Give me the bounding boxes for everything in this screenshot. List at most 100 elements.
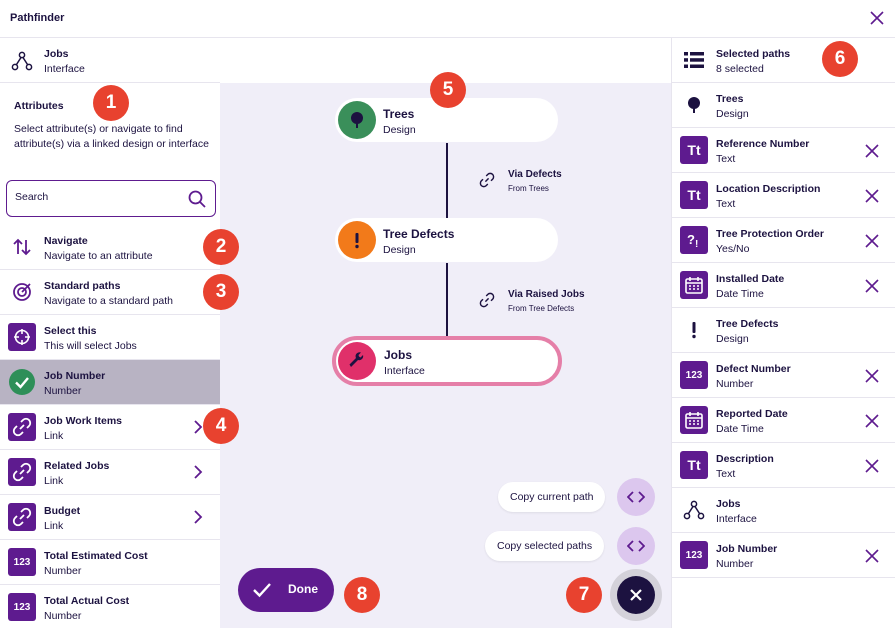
budget-title: Budget (44, 505, 81, 517)
path-node-tree-defects[interactable]: Tree Defects Design (335, 218, 558, 262)
code-icon[interactable] (617, 478, 655, 516)
total-estimated-cost-subtitle: Number (44, 565, 82, 577)
search-icon[interactable] (187, 189, 207, 209)
selected-item-description[interactable]: Tt Description Text (672, 443, 895, 488)
job-work-items-item[interactable]: Job Work Items Link (0, 405, 220, 450)
total-estimated-cost-item[interactable]: 123 Total Estimated Cost Number (0, 540, 220, 585)
selected-item-installed-date[interactable]: Installed Date Date Time (672, 263, 895, 308)
standard-paths-item[interactable]: Standard paths Navigate to a standard pa… (0, 270, 220, 315)
budget-subtitle: Link (44, 520, 64, 532)
search-input[interactable] (15, 191, 175, 203)
yes-no-icon: ?! (680, 226, 708, 254)
close-icon (617, 576, 655, 614)
standard-paths-subtitle: Navigate to a standard path (44, 295, 174, 307)
total-actual-cost-item[interactable]: 123 Total Actual Cost Number (0, 585, 220, 628)
selected-item-tree-defects[interactable]: Tree Defects Design (672, 308, 895, 353)
selected-item-tree-protection-order[interactable]: ?! Tree Protection Order Yes/No (672, 218, 895, 263)
current-context: Jobs Interface (0, 38, 220, 83)
wrench-icon (338, 342, 376, 380)
copy-selected-paths-button[interactable]: Copy selected paths (485, 531, 605, 561)
link-title: Via Defects (508, 169, 562, 180)
exclamation-icon (680, 316, 708, 344)
remove-icon[interactable] (865, 234, 879, 248)
link-subtitle: From Tree Defects (508, 304, 575, 313)
remove-icon[interactable] (865, 144, 879, 158)
select-this-title: Select this (44, 325, 97, 337)
number-icon: 123 (680, 361, 708, 389)
context-title: Jobs (44, 48, 69, 60)
node-subtitle: Interface (384, 365, 425, 377)
chevron-right-icon[interactable] (192, 464, 204, 480)
text-icon: Tt (680, 136, 708, 164)
callout-badge-4: 4 (203, 408, 239, 444)
navigate-subtitle: Navigate to an attribute (44, 250, 153, 262)
selected-item-title: Reference Number (716, 138, 810, 150)
job-work-items-title: Job Work Items (44, 415, 122, 427)
remove-icon[interactable] (865, 549, 879, 563)
chevron-right-icon[interactable] (192, 509, 204, 525)
selected-item-trees[interactable]: Trees Design (672, 83, 895, 128)
link-icon (479, 292, 495, 308)
code-icon[interactable] (617, 527, 655, 565)
selected-item-title: Job Number (716, 543, 778, 555)
job-work-items-subtitle: Link (44, 430, 64, 442)
remove-icon[interactable] (865, 369, 879, 383)
related-jobs-title: Related Jobs (44, 460, 110, 472)
navigate-item[interactable]: Navigate Navigate to an attribute (0, 225, 220, 270)
selected-item-jobs[interactable]: Jobs Interface (672, 488, 895, 533)
selected-item-reference-number[interactable]: Tt Reference Number Text (672, 128, 895, 173)
selected-item-subtitle: Date Time (716, 288, 764, 300)
attributes-panel: Jobs Interface Attributes Select attribu… (0, 38, 220, 628)
selected-item-reported-date[interactable]: Reported Date Date Time (672, 398, 895, 443)
copy-current-path-button[interactable]: Copy current path (498, 482, 606, 512)
path-connector (446, 143, 448, 218)
done-label: Done (288, 582, 318, 596)
selected-item-defect-number[interactable]: 123 Defect Number Number (672, 353, 895, 398)
target-icon (8, 278, 36, 306)
path-node-jobs[interactable]: Jobs Interface (332, 336, 562, 386)
node-title: Trees (383, 107, 415, 121)
total-estimated-cost-title: Total Estimated Cost (44, 550, 148, 562)
selected-item-title: Trees (716, 93, 744, 105)
remove-icon[interactable] (865, 189, 879, 203)
budget-item[interactable]: Budget Link (0, 495, 220, 540)
selected-item-subtitle: Text (716, 468, 736, 480)
remove-icon[interactable] (865, 414, 879, 428)
tree-icon (338, 101, 376, 139)
standard-paths-title: Standard paths (44, 280, 121, 292)
crosshair-icon (8, 323, 36, 351)
calendar-icon (680, 271, 708, 299)
navigate-title: Navigate (44, 235, 88, 247)
selected-item-title: Tree Protection Order (716, 228, 824, 240)
link-subtitle: From Trees (508, 184, 549, 193)
selected-item-job-number[interactable]: 123 Job Number Number (672, 533, 895, 578)
callout-badge-6: 6 (822, 41, 858, 77)
selected-item-subtitle: Number (716, 558, 754, 570)
job-number-item[interactable]: Job Number Number (0, 360, 220, 405)
close-fab-button[interactable] (610, 569, 662, 621)
remove-icon[interactable] (865, 279, 879, 293)
list-icon (680, 46, 708, 74)
callout-badge-3: 3 (203, 274, 239, 310)
close-icon[interactable] (869, 10, 885, 26)
selected-paths-header: Selected paths 8 selected (672, 38, 895, 83)
select-this-item[interactable]: Select this This will select Jobs (0, 315, 220, 360)
number-icon: 123 (8, 548, 36, 576)
node-subtitle: Design (383, 124, 416, 136)
path-canvas: Trees Design Via Defects From Trees Tree… (220, 83, 671, 628)
selected-item-subtitle: Design (716, 333, 749, 345)
node-subtitle: Design (383, 244, 416, 256)
callout-badge-2: 2 (203, 229, 239, 265)
related-jobs-item[interactable]: Related Jobs Link (0, 450, 220, 495)
selected-item-subtitle: Yes/No (716, 243, 750, 255)
tree-icon (680, 91, 708, 119)
remove-icon[interactable] (865, 459, 879, 473)
check-circle-icon (8, 368, 36, 396)
done-button[interactable]: Done (238, 568, 334, 612)
selected-item-subtitle: Date Time (716, 423, 764, 435)
selected-item-location-description[interactable]: Tt Location Description Text (672, 173, 895, 218)
path-connector (446, 263, 448, 338)
callout-badge-7: 7 (566, 577, 602, 613)
attributes-description: Select attribute(s) or navigate to find … (14, 123, 209, 150)
chevron-right-icon[interactable] (192, 419, 204, 435)
